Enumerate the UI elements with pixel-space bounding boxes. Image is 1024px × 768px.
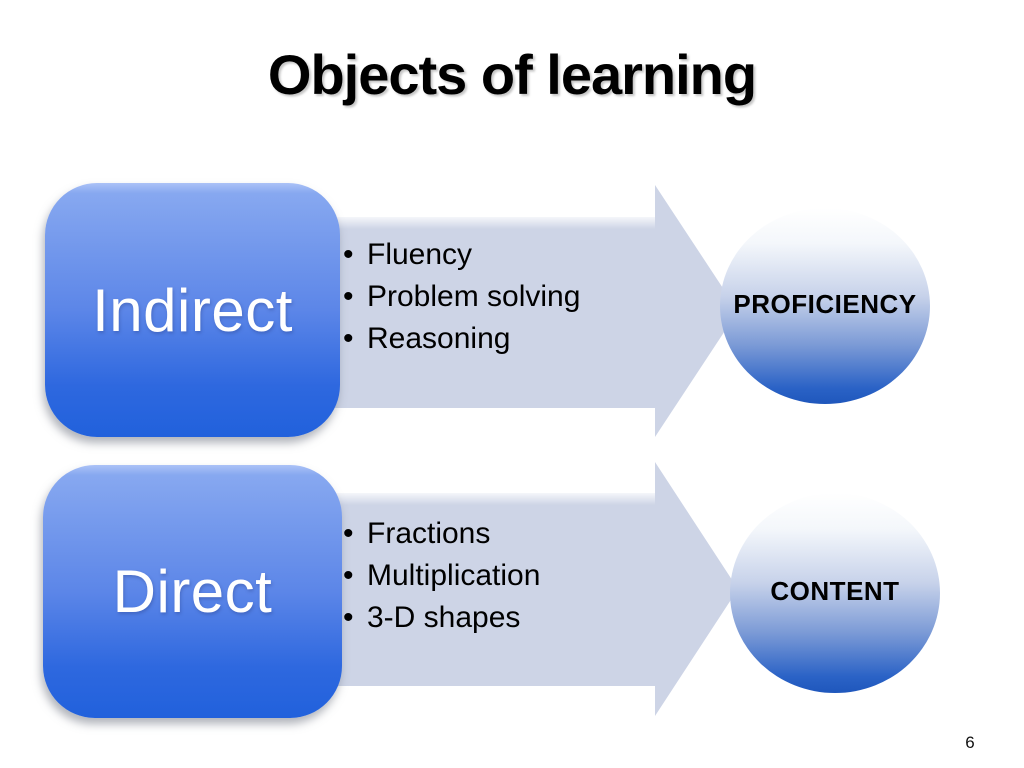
bullet-item: • Reasoning bbox=[343, 318, 580, 360]
page-number: 6 bbox=[965, 733, 975, 752]
bullet-dot: • bbox=[343, 559, 354, 592]
bullet-item: • Fluency bbox=[343, 234, 580, 276]
direct-box: Direct bbox=[43, 465, 342, 718]
bullet-item: • Multiplication bbox=[343, 555, 540, 597]
bullet-dot: • bbox=[343, 238, 354, 271]
bullet-dot: • bbox=[343, 517, 354, 550]
indirect-box-label: Indirect bbox=[92, 276, 293, 344]
bullet-text: 3-D shapes bbox=[367, 601, 521, 634]
proficiency-arrow bbox=[330, 185, 738, 437]
bullet-dot: • bbox=[343, 601, 354, 634]
bullet-item: • Problem solving bbox=[343, 276, 580, 318]
content-label: CONTENT bbox=[770, 575, 900, 606]
direct-box-label: Direct bbox=[112, 558, 273, 625]
proficiency-sphere: PROFICIENCY bbox=[720, 208, 930, 404]
proficiency-bullet-list: • Fluency • Problem solving • Reasoning bbox=[343, 234, 580, 360]
bullet-text: Problem solving bbox=[367, 280, 581, 313]
content-arrow-highlight bbox=[330, 493, 655, 505]
bullet-dot: • bbox=[343, 280, 354, 313]
proficiency-label: PROFICIENCY bbox=[733, 288, 917, 319]
bullet-item: • 3-D shapes bbox=[343, 597, 540, 639]
indirect-box: Indirect bbox=[45, 183, 340, 437]
content-arrow bbox=[330, 462, 738, 716]
content-sphere: CONTENT bbox=[730, 493, 940, 693]
slide-title: Objects of learning bbox=[267, 43, 757, 106]
bullet-text: Multiplication bbox=[367, 559, 541, 592]
bullet-item: • Fractions bbox=[343, 513, 540, 555]
content-bullet-list: • Fractions • Multiplication • 3-D shape… bbox=[343, 513, 540, 639]
bullet-dot: • bbox=[343, 322, 354, 355]
bullet-text: Fractions bbox=[367, 517, 491, 550]
proficiency-arrow-highlight bbox=[330, 217, 655, 229]
bullet-text: Fluency bbox=[367, 238, 473, 271]
bullet-text: Reasoning bbox=[367, 322, 511, 355]
